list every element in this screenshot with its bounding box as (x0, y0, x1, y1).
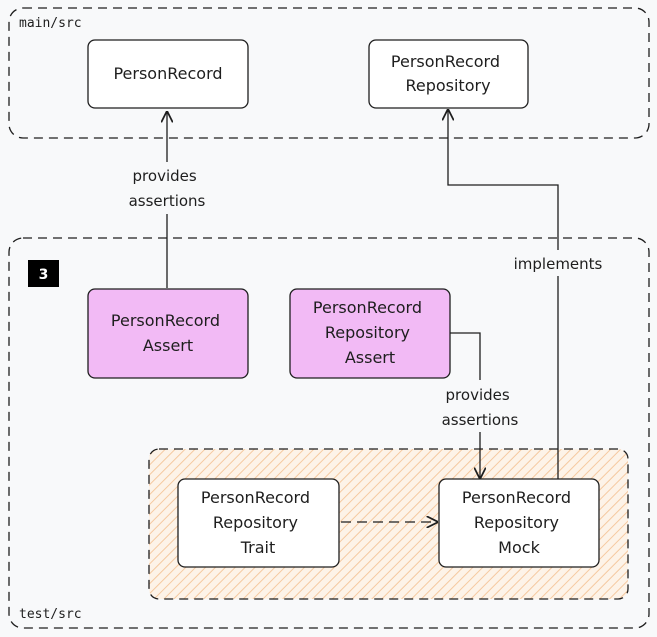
edge-label-provides-assertions-2: provides assertions (442, 386, 519, 429)
group-label-main-src: main/src (19, 16, 82, 31)
step-badge-number: 3 (39, 267, 49, 283)
edge-label-provides-assertions-1: provides assertions (129, 167, 206, 210)
node-person-record-repository-mock: PersonRecord Repository Mock (438, 478, 600, 568)
svg-text:PersonRecord Repository: PersonRecord Repository Mock (462, 488, 576, 557)
edge-label-implements: implements (514, 255, 603, 273)
svg-text:PersonRecord Repository: PersonRecord Repository (391, 52, 505, 95)
svg-text:PersonRecord: PersonRecord (113, 64, 222, 83)
node-person-record: PersonRecord (87, 39, 249, 109)
svg-text:PersonRecord Assert: PersonRecord Assert (111, 311, 225, 355)
svg-text:PersonRecord Repository: PersonRecord Repository Assert (313, 298, 427, 367)
group-test-src: test/src 3 (8, 237, 650, 629)
group-main-src: main/src (8, 7, 650, 139)
node-person-record-repository: PersonRecord Repository (368, 39, 529, 109)
svg-text:PersonRecord Repository: PersonRecord Repository Trait (201, 488, 315, 557)
node-person-record-repository-trait: PersonRecord Repository Trait (177, 478, 340, 568)
node-person-record-repository-assert: PersonRecord Repository Assert (289, 288, 451, 379)
step-badge (28, 260, 59, 287)
node-person-record-assert: PersonRecord Assert (87, 288, 249, 379)
edge-mock-implements-repository (448, 110, 559, 480)
group-label-test-src: test/src (19, 607, 82, 622)
